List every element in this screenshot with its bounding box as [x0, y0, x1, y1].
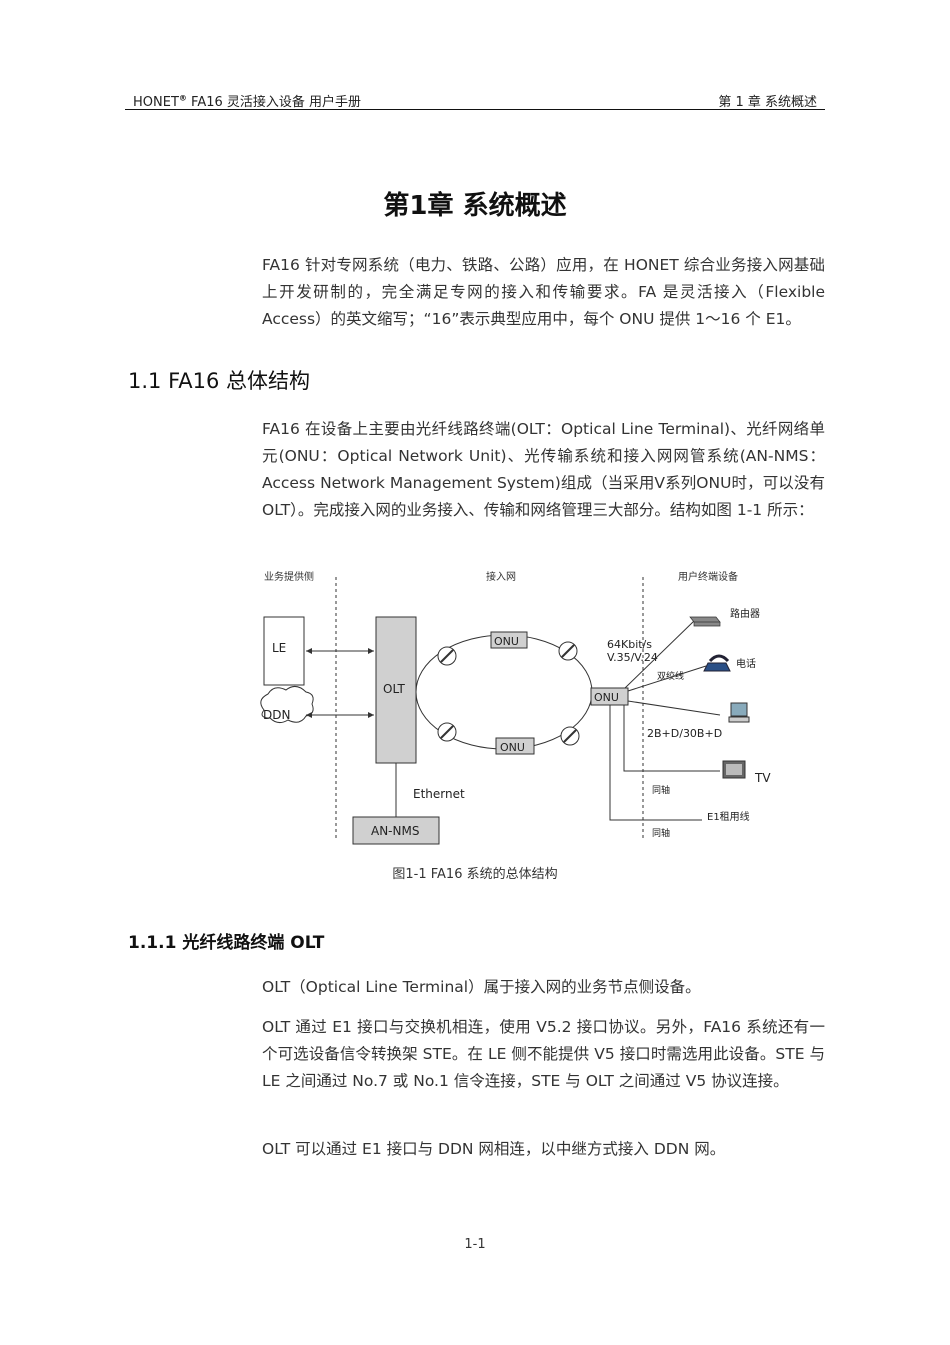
twisted-pair-label: 双绞线 — [657, 670, 684, 682]
an-nms-label: AN-NMS — [371, 824, 419, 838]
section-1-1-1-heading: 1.1.1 光纤线路终端 OLT — [128, 933, 325, 953]
registered-mark: ® — [178, 93, 187, 103]
pc-link — [627, 700, 721, 716]
ddn-cloud-icon — [260, 686, 314, 724]
onu-right-label: ONU — [594, 691, 619, 704]
router-link — [624, 620, 695, 689]
tv-label: TV — [754, 771, 771, 785]
an-nms-box — [352, 816, 440, 845]
arrowhead-ddn — [306, 712, 312, 718]
le-box — [263, 616, 305, 686]
page-header: HONET® FA16 灵活接入设备 用户手册 第 1 章 系统概述 — [125, 89, 825, 110]
olt-paragraph-3: OLT 可以通过 E1 接口与 DDN 网相连，以中继方式接入 DDN 网。 — [262, 1140, 726, 1158]
arrowhead-le — [306, 648, 312, 654]
coax-label-1: 同轴 — [652, 784, 670, 796]
chapter-title: 第1章 系统概述 — [383, 191, 567, 221]
onu-bottom-box — [495, 737, 535, 755]
olt-paragraph-1: OLT（Optical Line Terminal）属于接入网的业务节点侧设备。 — [262, 978, 701, 996]
section-1-1-paragraph: FA16 在设备上主要由光纤线路终端(OLT：Optical Line Term… — [262, 420, 825, 519]
splitter-icon — [437, 646, 457, 666]
splitter-icon — [560, 726, 580, 746]
ddn-label: DDN — [263, 708, 290, 722]
e1-link — [609, 705, 702, 821]
phone-link — [627, 665, 707, 692]
arrowhead-olt-top — [368, 648, 374, 654]
zone-label-provider: 业务提供侧 — [264, 570, 314, 583]
zone-label-user: 用户终端设备 — [678, 570, 738, 583]
olt-paragraph-2: OLT 通过 E1 接口与交换机相连，使用 V5.2 接口协议。另外，FA16 … — [262, 1018, 825, 1090]
router-label: 路由器 — [730, 607, 760, 620]
computer-icon — [728, 702, 750, 723]
zone-label-access: 接入网 — [486, 570, 516, 583]
tv-screen — [726, 764, 742, 775]
router-icon — [689, 616, 721, 627]
phone-label: 电话 — [736, 657, 756, 670]
page-number: 1-1 — [464, 1237, 486, 1252]
intro-paragraph: FA16 针对专网系统（电力、铁路、公路）应用，在 HONET 综合业务接入网基… — [262, 256, 825, 328]
phone-icon — [703, 654, 731, 672]
section-1-1-heading: 1.1 FA16 总体结构 — [128, 369, 310, 393]
header-doc-title: HONET® FA16 灵活接入设备 用户手册 — [133, 91, 361, 110]
system-structure-diagram: 业务提供侧 接入网 用户终端设备 LE DDN OLT ONU ONU — [260, 570, 771, 845]
e1-leased-label: E1租用线 — [707, 810, 750, 823]
onu-top-label: ONU — [494, 635, 519, 648]
rate-label: 64Kbit/s — [607, 638, 652, 651]
interface-label: V.35/V.24 — [607, 651, 658, 664]
header-doc-name: FA16 灵活接入设备 用户手册 — [191, 95, 362, 110]
tv-link — [623, 705, 720, 772]
coax-label-2: 同轴 — [652, 827, 670, 839]
ethernet-label: Ethernet — [413, 787, 465, 801]
olt-label: OLT — [383, 682, 405, 696]
le-label: LE — [272, 641, 286, 655]
arrowhead-olt-bottom — [368, 712, 374, 718]
header-chapter: 第 1 章 系统概述 — [718, 95, 817, 110]
splitter-icon — [558, 641, 578, 661]
splitter-icon — [437, 722, 457, 742]
isdn-label: 2B+D/30B+D — [647, 727, 722, 740]
header-brand: HONET — [133, 95, 179, 110]
onu-bottom-label: ONU — [500, 741, 525, 754]
figure-caption: 图1-1 FA16 系统的总体结构 — [392, 867, 558, 882]
onu-top-box — [490, 631, 528, 649]
